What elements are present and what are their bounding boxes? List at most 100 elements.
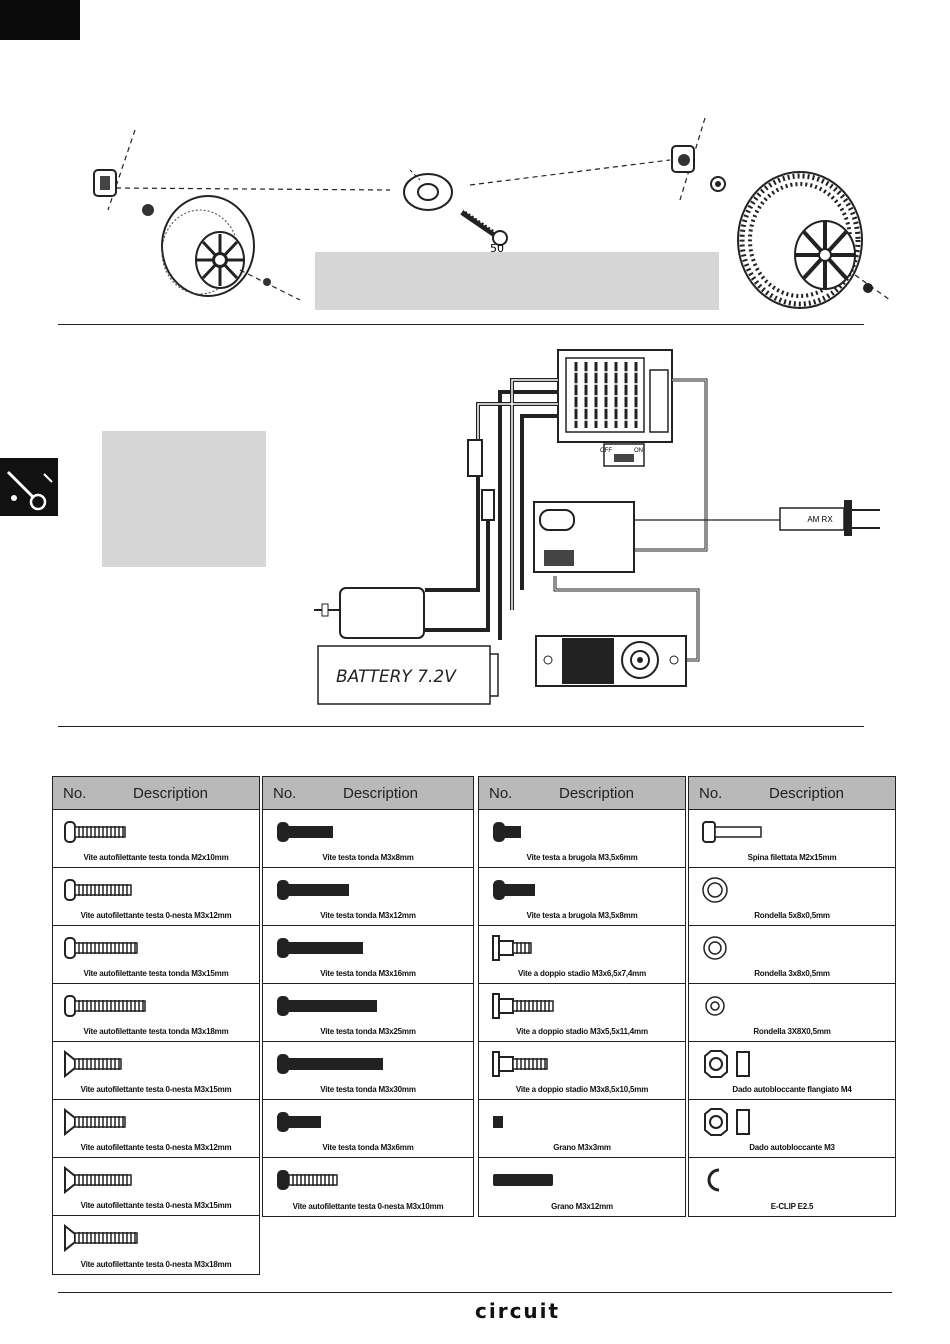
right-hub-icon xyxy=(469,117,726,201)
wiring-diagram: OFF ON AM RX xyxy=(314,349,880,705)
part-icon xyxy=(64,995,146,1017)
switch-on-label: ON xyxy=(634,448,643,454)
part-row: Vite testa a brugola M3,5x6mm xyxy=(479,810,685,868)
table-header: No. Description xyxy=(263,777,473,810)
part-description: Spina filettata M2x15mm xyxy=(747,853,837,862)
part-row: Rondella 5x8x0,5mm xyxy=(689,868,895,926)
part-row: Vite autofilettante testa 0-nesta M3x12m… xyxy=(53,868,259,926)
part-description: Vite autofilettante testa 0-nesta M3x15m… xyxy=(80,1201,232,1210)
part-description: Vite testa tonda M3x25mm xyxy=(320,1027,416,1036)
part-description: Dado autobloccante flangiato M4 xyxy=(732,1085,852,1094)
part-description: Vite testa tonda M3x8mm xyxy=(322,853,414,862)
receiver-icon xyxy=(533,501,780,573)
header-no: No. xyxy=(273,785,297,802)
part-icon xyxy=(277,822,333,842)
part-description: Rondella 3X8X0,5mm xyxy=(753,1027,831,1036)
part-icon xyxy=(493,1116,503,1128)
part-description: Rondella 5x8x0,5mm xyxy=(754,911,830,920)
part-row: Vite testa tonda M3x8mm xyxy=(263,810,473,868)
right-wheel-icon xyxy=(737,171,891,309)
table-header: No.Description xyxy=(53,777,259,810)
part-icon xyxy=(704,1108,750,1136)
battery-icon: BATTERY 7.2V xyxy=(317,645,499,705)
part-row: Vite autofilettante testa 0-nesta M3x18m… xyxy=(53,1216,259,1274)
part-description: Vite a doppio stadio M3x6,5x7,4mm xyxy=(518,969,646,978)
part-icon xyxy=(277,1112,321,1132)
part-row: Vite autofilettante testa tonda M2x10mm xyxy=(53,810,259,868)
page-corner-tab xyxy=(0,0,80,40)
part-icon xyxy=(277,996,377,1016)
header-no: No. xyxy=(699,785,723,802)
part-row: Vite autofilettante testa 0-nesta M3x12m… xyxy=(53,1100,259,1158)
part-row: Rondella 3X8X0,5mm xyxy=(689,984,895,1042)
part-row: Vite testa a brugola M3,5x8mm xyxy=(479,868,685,926)
table-header: No.Description xyxy=(479,777,685,810)
brand-logo: circuit xyxy=(475,1299,561,1323)
part-icon xyxy=(277,880,349,900)
part-icon xyxy=(64,1107,126,1137)
section-divider xyxy=(58,726,864,727)
part-row: Vite autofilettante testa tonda M3x18mm xyxy=(53,984,259,1042)
part-icon xyxy=(64,937,138,959)
part-icon xyxy=(493,880,535,900)
part-row: Dado autobloccante flangiato M4 xyxy=(689,1042,895,1100)
battery-label: BATTERY 7.2V xyxy=(336,667,457,687)
part-description: Grano M3x3mm xyxy=(553,1143,611,1152)
part-icon xyxy=(702,877,728,903)
part-row: Vite testa tonda M3x30mm xyxy=(263,1042,473,1100)
wheel-assembly-diagram: 50 xyxy=(93,117,891,309)
left-hub-icon xyxy=(93,129,391,216)
part-icon xyxy=(64,1049,122,1079)
switch-off-label: OFF xyxy=(600,448,612,454)
part-row: Vite testa tonda M3x16mm xyxy=(263,926,473,984)
bearing-icon xyxy=(403,169,453,211)
esc-icon xyxy=(557,349,673,443)
crystal-icon: AM RX xyxy=(779,500,880,536)
part-icon xyxy=(277,1170,338,1190)
part-row: Vite autofilettante testa 0-nesta M3x15m… xyxy=(53,1158,259,1216)
part-row: Vite a doppio stadio M3x8,5x10,5mm xyxy=(479,1042,685,1100)
left-wheel-icon xyxy=(161,195,301,301)
part-description: Vite autofilettante testa 0-nesta M3x10m… xyxy=(292,1202,444,1211)
note-placeholder-box xyxy=(102,431,266,567)
svg-text:50: 50 xyxy=(490,242,504,255)
header-description: Description xyxy=(133,785,209,802)
part-description: Vite testa a brugola M3,5x6mm xyxy=(526,853,638,862)
part-icon xyxy=(64,879,132,901)
part-icon xyxy=(705,996,725,1016)
part-row: Vite a doppio stadio M3x6,5x7,4mm xyxy=(479,926,685,984)
part-row: Vite autofilettante testa 0-nesta M3x10m… xyxy=(263,1158,473,1216)
part-icon xyxy=(492,935,532,961)
part-description: Vite a doppio stadio M3x8,5x10,5mm xyxy=(515,1085,649,1094)
part-row: Grano M3x3mm xyxy=(479,1100,685,1158)
part-row: Vite testa tonda M3x12mm xyxy=(263,868,473,926)
part-description: Vite autofilettante testa tonda M2x10mm xyxy=(83,853,229,862)
header-no: No. xyxy=(489,785,513,802)
part-description: Dado autobloccante M3 xyxy=(749,1143,835,1152)
part-icon xyxy=(64,821,126,843)
part-row: Grano M3x12mm xyxy=(479,1158,685,1216)
drive-shaft-icon: 50 xyxy=(460,209,508,255)
part-row: Vite testa tonda M3x25mm xyxy=(263,984,473,1042)
crystal-label: AM RX xyxy=(807,515,833,524)
part-row: Spina filettata M2x15mm xyxy=(689,810,895,868)
part-description: Vite testa tonda M3x12mm xyxy=(320,911,416,920)
header-description: Description xyxy=(343,785,419,802)
part-description: Grano M3x12mm xyxy=(551,1202,613,1211)
part-icon xyxy=(707,1168,720,1192)
part-description: Vite a doppio stadio M3x5,5x11,4mm xyxy=(516,1027,648,1036)
wrench-icon xyxy=(0,458,58,516)
part-icon xyxy=(64,1223,138,1253)
part-row: Vite autofilettante testa 0-nesta M3x15m… xyxy=(53,1042,259,1100)
motor-icon xyxy=(314,587,425,639)
part-icon xyxy=(277,938,363,958)
part-description: Rondella 3x8x0,5mm xyxy=(754,969,830,978)
power-switch-icon: OFF ON xyxy=(600,443,645,467)
part-description: Vite autofilettante testa 0-nesta M3x12m… xyxy=(80,911,232,920)
part-description: Vite testa tonda M3x30mm xyxy=(320,1085,416,1094)
part-icon xyxy=(703,936,727,960)
